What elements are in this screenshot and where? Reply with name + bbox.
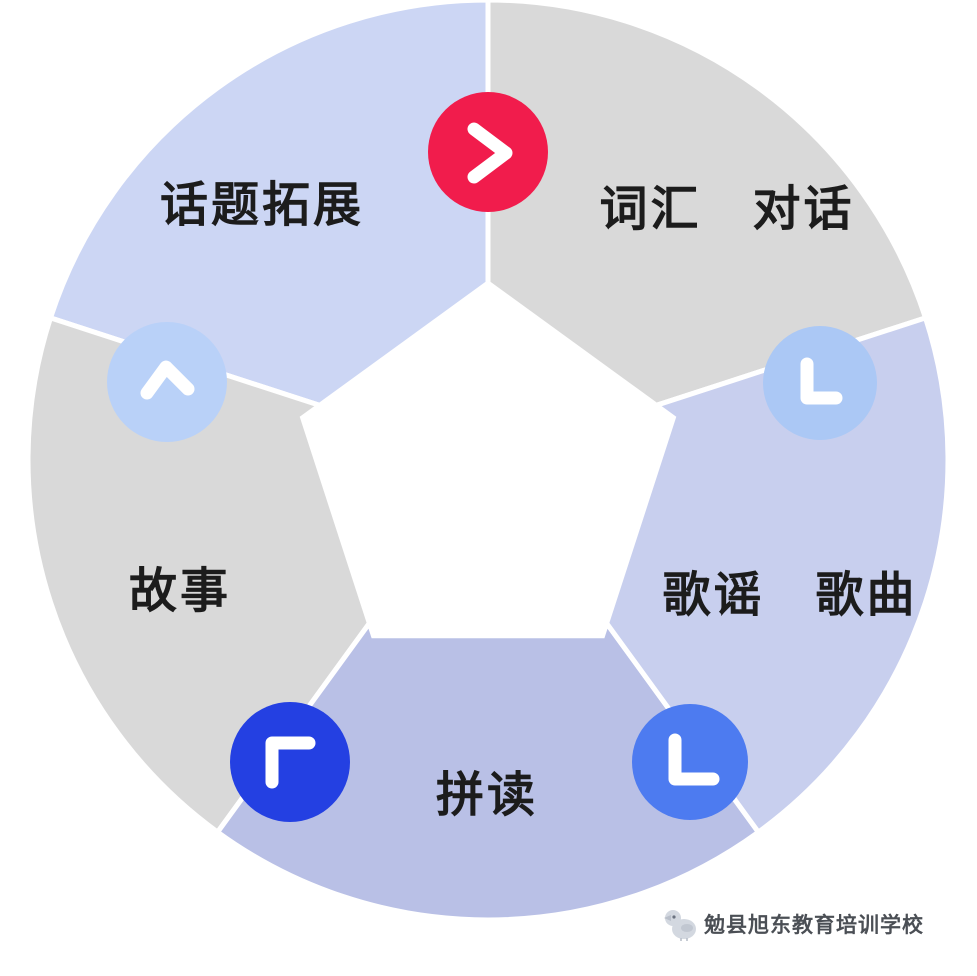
watermark: 勉县旭东教育培训学校 [662, 906, 924, 942]
corner-down-icon [632, 704, 748, 820]
center-pentagon [299, 280, 677, 639]
watermark-text: 勉县旭东教育培训学校 [704, 914, 924, 937]
label-topic-expansion: 话题拓展 [159, 179, 365, 232]
chick-icon [664, 910, 696, 941]
segment-phonics [214, 455, 762, 923]
label-phonics: 拼读 [435, 769, 539, 822]
chevron-right-icon [428, 92, 548, 212]
label-songs: 歌谣 歌曲 [662, 569, 918, 622]
label-story: 故事 [128, 565, 232, 618]
corner-up-icon [230, 702, 350, 822]
corner-right-icon [763, 326, 877, 440]
label-vocab-dialogue: 词汇 对话 [599, 183, 855, 236]
chevron-up-icon [107, 322, 227, 442]
